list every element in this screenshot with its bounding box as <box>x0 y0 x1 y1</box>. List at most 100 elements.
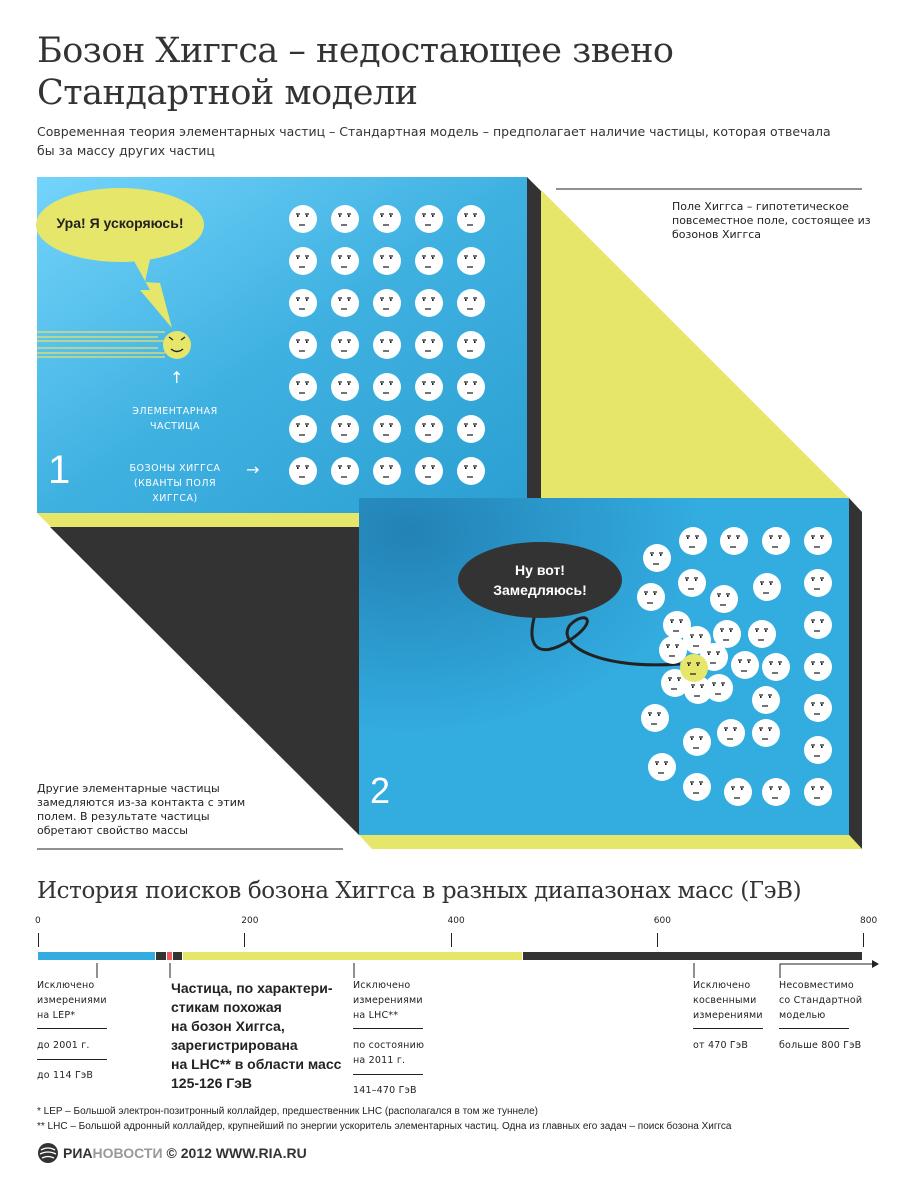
higgs-boson-face-icon <box>457 457 485 485</box>
higgs-boson-face-icon <box>762 778 790 806</box>
speech-tail <box>128 250 172 328</box>
speech-text-1: Ура! Я ускоряюсь! <box>56 215 184 231</box>
divider <box>353 1028 423 1029</box>
text: на LEP* <box>37 1010 76 1021</box>
higgs-boson-face-icon <box>289 205 317 233</box>
higgs-boson-face-icon <box>804 694 832 722</box>
divider <box>37 1059 107 1060</box>
divider <box>353 1074 423 1075</box>
higgs-boson-face-icon <box>804 527 832 555</box>
higgs-boson-face-icon <box>289 331 317 359</box>
timeline-segment <box>183 952 522 960</box>
higgs-boson-face-icon <box>661 669 689 697</box>
higgs-boson-face-icon <box>331 373 359 401</box>
arrow-icon <box>872 960 879 968</box>
bosons-label: БОЗОНЫ ХИГГСА (КВАНТЫ ПОЛЯ ХИГГСА) <box>129 463 221 504</box>
speed-lines-icon <box>37 331 165 358</box>
higgs-boson-face-icon <box>415 289 443 317</box>
mass-note: Другие элементарные частицы замедляются … <box>37 782 246 837</box>
higgs-boson-face-icon <box>641 704 669 732</box>
higgs-boson-face-icon <box>804 778 832 806</box>
higgs-boson-face-icon <box>457 415 485 443</box>
higgs-boson-face-icon <box>373 373 401 401</box>
timeline-segment <box>173 952 183 960</box>
speech-bubble-1 <box>36 188 204 262</box>
text: моделью <box>779 1010 826 1021</box>
higgs-boson-face-icon <box>680 654 708 682</box>
higgs-boson-face-icon <box>415 331 443 359</box>
higgs-boson-face-icon <box>663 611 691 639</box>
text: зарегистрирована <box>171 1037 298 1053</box>
indirect-block: Исключено косвенными измерениями от 470 … <box>693 978 783 1053</box>
higgs-boson-face-icon <box>415 457 443 485</box>
tick-label: 800 <box>860 916 878 926</box>
copyright: © 2012 WWW.RIA.RU <box>166 1145 307 1161</box>
higgs-boson-face-icon <box>331 457 359 485</box>
higgs-boson-face-icon <box>731 651 759 679</box>
higgs-boson-face-icon <box>752 719 780 747</box>
text: измерениями <box>37 995 107 1006</box>
timeline-pointers <box>96 960 879 978</box>
higgs-boson-face-icon <box>724 778 752 806</box>
higgs-boson-face-icon <box>457 373 485 401</box>
higgs-boson-face-icon <box>678 569 706 597</box>
timeline-segment <box>155 952 166 960</box>
higgs-boson-face-icon <box>710 585 738 613</box>
higgs-boson-face-icon <box>713 620 741 648</box>
text: до 2001 г. <box>37 1040 90 1051</box>
higgs-boson-face-icon <box>683 773 711 801</box>
text: Частица, по характери- <box>171 980 333 996</box>
timeline-segment <box>166 952 173 960</box>
text: Исключено <box>693 980 751 991</box>
higgs-boson-face-icon <box>415 247 443 275</box>
higgs-boson-face-icon <box>720 527 748 555</box>
higgs-boson-face-icon <box>373 331 401 359</box>
higgs-boson-face-icon <box>289 457 317 485</box>
higgs-boson-face-icon <box>752 686 780 714</box>
higgs-boson-face-icon <box>457 289 485 317</box>
higgs-boson-face-icon <box>457 247 485 275</box>
higgs-boson-face-icon <box>659 636 687 664</box>
higgs-boson-face-icon <box>331 247 359 275</box>
higgs-boson-face-icon <box>415 415 443 443</box>
arrow-up-icon: ↑ <box>170 368 184 387</box>
speech-bubble-2 <box>458 542 622 618</box>
text: со Стандартной <box>779 995 863 1006</box>
divider <box>693 1028 763 1029</box>
ria-globe-icon <box>38 1143 58 1163</box>
tick-label: 0 <box>35 916 41 926</box>
incompatible-block: Несовместимо со Стандартной моделью боль… <box>779 978 879 1053</box>
tick-mark <box>244 933 246 947</box>
illustration <box>36 177 862 850</box>
higgs-boson-face-icon <box>748 620 776 648</box>
higgs-boson-face-icon <box>683 728 711 756</box>
text: 125-126 ГэВ <box>171 1075 253 1091</box>
higgs-boson-face-icon <box>762 653 790 681</box>
arrow-right-icon: → <box>246 460 260 479</box>
text: измерениями <box>353 995 423 1006</box>
higgs-boson-face-icon <box>457 331 485 359</box>
text: косвенными <box>693 995 757 1006</box>
timeline-segment <box>38 952 155 960</box>
lep-block: Исключено измерениями на LEP* до 2001 г.… <box>37 978 127 1083</box>
tick-mark <box>38 933 39 947</box>
text: на бозон Хиггса, <box>171 1018 285 1034</box>
higgs-boson-face-icon <box>679 527 707 555</box>
found-block: Частица, по характери- стикам похожая на… <box>171 979 361 1093</box>
higgs-boson-face-icon <box>717 719 745 747</box>
higgs-boson-face-icon <box>648 753 676 781</box>
text: Исключено <box>37 980 95 991</box>
page-title: Бозон Хиггса – недостающее звено Стандар… <box>37 31 674 113</box>
speech-line: Ну вот! <box>515 562 565 578</box>
higgs-boson-face-icon <box>289 247 317 275</box>
higgs-boson-face-icon <box>373 247 401 275</box>
brand-novosti: НОВОСТИ <box>92 1145 163 1161</box>
higgs-boson-face-icon <box>331 415 359 443</box>
text: от 470 ГэВ <box>693 1040 749 1051</box>
higgs-boson-face-icon <box>415 373 443 401</box>
curly-tail <box>530 599 681 667</box>
higgs-boson-face-icon <box>289 373 317 401</box>
text: стикам похожая <box>171 999 282 1015</box>
tick-label: 600 <box>653 916 671 926</box>
